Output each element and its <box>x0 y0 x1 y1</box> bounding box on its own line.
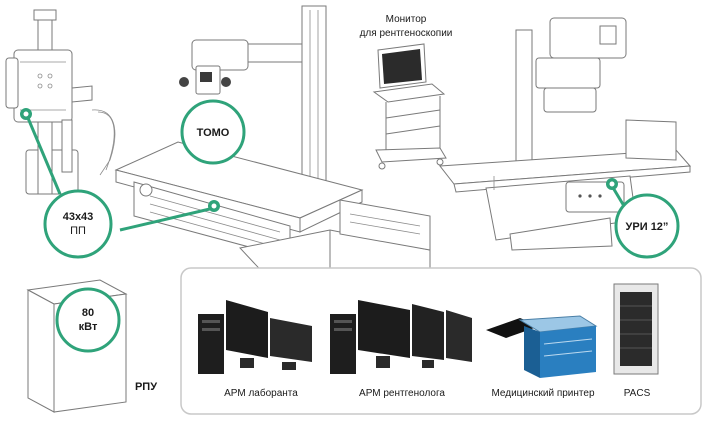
workstation-label-printer: Медицинский принтер <box>491 388 594 399</box>
wall-stand-detector <box>5 9 116 195</box>
rpu-label: РПУ <box>135 381 157 393</box>
rf-table-system <box>439 17 692 251</box>
badge-power: 80 кВт <box>55 287 121 353</box>
monitor-label-line1: Монитор <box>386 14 427 25</box>
badge-tomo: ТОМО <box>180 99 246 165</box>
marker-dots <box>20 108 618 212</box>
workstation-label-radiologist: АРМ рентгенолога <box>359 388 445 399</box>
badge-uri-label: УРИ 12” <box>626 221 669 233</box>
badge-tomo-label: ТОМО <box>197 127 230 139</box>
badge-uri: УРИ 12” <box>614 193 680 259</box>
monitor-label-line2: для рентгеноскопии <box>360 28 453 39</box>
tomo-xray-system <box>114 5 431 281</box>
workstation-label-technologist: АРМ лаборанта <box>224 387 298 399</box>
pacs-server <box>613 283 659 375</box>
badge-flat-panel: 43х43 ПП <box>43 189 113 259</box>
badge-power-value: 80 <box>82 307 94 319</box>
workstation-label-pacs: PACS <box>624 388 651 399</box>
medical-printer <box>486 315 598 378</box>
radiologist-workstation <box>330 300 472 374</box>
badge-flat-panel-type: ПП <box>70 225 86 237</box>
fluoroscopy-monitor-cart <box>372 43 447 170</box>
badge-power-unit: кВт <box>79 321 98 333</box>
technologist-workstation <box>198 300 312 374</box>
badge-flat-panel-size: 43х43 <box>63 211 94 223</box>
